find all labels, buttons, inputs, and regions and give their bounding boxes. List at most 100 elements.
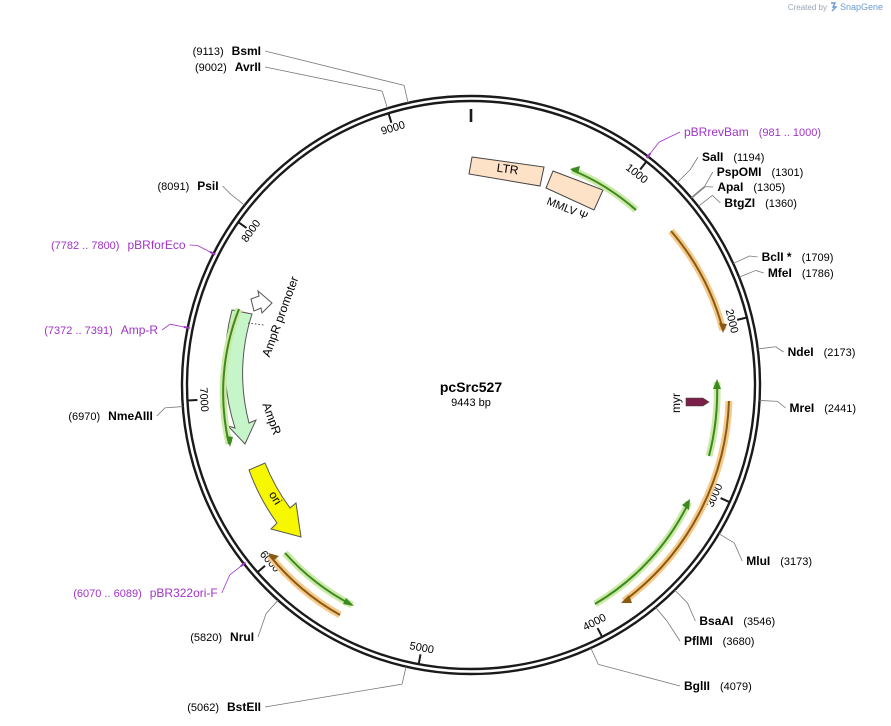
enzyme-pflmi[interactable]: PflMI(3680) <box>655 607 755 648</box>
enzyme-name: PspOMI <box>717 165 762 179</box>
enzyme-apai[interactable]: ApaI(1305) <box>691 180 786 199</box>
primer-range: (981 .. 1000) <box>759 127 821 139</box>
enzyme-leader <box>264 50 405 86</box>
enzyme-leader <box>222 185 231 195</box>
enzyme-leader <box>401 666 407 685</box>
snapgene-watermark: Created by SnapGene <box>788 2 883 12</box>
enzyme-position: (4079) <box>720 681 752 693</box>
enzyme-position: (2173) <box>824 347 856 359</box>
feature-ori[interactable]: ori <box>248 462 302 538</box>
enzyme-mfei[interactable]: MfeI(1786) <box>738 266 834 280</box>
enzyme-bsmi[interactable]: (9113) BsmI <box>193 44 409 104</box>
primer-leader <box>189 244 198 246</box>
primer-leader <box>658 131 681 143</box>
enzyme-leader <box>777 401 786 409</box>
enzyme-position: (3173) <box>780 556 812 568</box>
enzyme-name: BsmI <box>232 44 261 58</box>
enzyme-label: BsaAI (3546) <box>699 614 775 628</box>
enzyme-leader <box>733 542 743 562</box>
enzyme-position: (1301) <box>771 167 803 179</box>
tick-label-4000: 4000 <box>581 612 608 634</box>
primer-pbr322ori-f[interactable]: (6070 .. 6089)pBR322ori-F <box>73 561 247 600</box>
enzyme-label: (9002)AvrII <box>195 60 261 74</box>
enzyme-bglii[interactable]: BglII (4079) <box>590 647 752 693</box>
enzyme-position: (3546) <box>743 616 775 628</box>
tick-3000 <box>720 497 731 504</box>
primer-amp-r[interactable]: (7372 .. 7391) Amp-R <box>44 323 190 337</box>
primer-label: (7372 .. 7391) Amp-R <box>44 323 158 337</box>
enzyme-label: (6970)NmeAIII <box>68 409 152 423</box>
primer-site-mark <box>183 325 190 330</box>
enzyme-name: BglII <box>684 679 710 693</box>
enzyme-position: (3680) <box>723 636 755 648</box>
tick-9000 <box>387 112 393 124</box>
enzyme-leader <box>775 346 784 353</box>
enzyme-psii[interactable]: (8091)PsiI <box>157 179 245 206</box>
feature-orange-arc-1 <box>668 228 727 333</box>
feature-amp-r-promoter[interactable]: AmpR promoter <box>250 274 301 359</box>
feature-green-arc-amp <box>219 307 243 447</box>
primer-name: Amp-R <box>121 323 159 337</box>
enzyme-position: (9113) <box>193 46 224 58</box>
enzyme-nmeaiii[interactable]: (6970)NmeAIII <box>68 406 183 423</box>
restriction-sites: SalI(1194)PspOMI (1301)ApaI(1305)BtgZI(13… <box>68 44 856 714</box>
enzyme-leader <box>257 613 267 638</box>
tick-5000 <box>417 654 422 665</box>
feature-ltr-label: LTR <box>496 161 520 178</box>
enzyme-nrui[interactable]: (5820)NruI <box>190 599 279 644</box>
enzyme-btgzi[interactable]: BtgZI(1360) <box>698 195 797 210</box>
enzyme-name: MluI <box>746 554 770 568</box>
enzyme-leader <box>666 620 681 642</box>
backbone-inner <box>185 99 757 671</box>
primer-label: pBRrevBam(981 .. 1000) <box>684 125 821 139</box>
primer-name: pBR322ori-F <box>150 586 218 600</box>
enzyme-name: BstEII <box>227 700 261 714</box>
enzyme-leader <box>733 255 750 264</box>
backbone-outer <box>180 94 762 676</box>
enzyme-leader <box>687 602 696 622</box>
enzyme-position: (9002) <box>195 62 227 74</box>
enzyme-sali[interactable]: SalI(1194) <box>676 150 764 183</box>
enzyme-label: MluI (3173) <box>746 554 812 568</box>
tick-label-1000: 1000 <box>623 162 650 187</box>
enzyme-leader <box>264 683 403 708</box>
primer-sites: pBRrevBam(981 .. 1000) (6070 .. 6089)pBR3… <box>44 125 821 600</box>
enzyme-leader <box>757 346 776 350</box>
enzyme-leader <box>403 85 409 104</box>
feature-ltr[interactable]: LTR <box>468 156 545 187</box>
enzyme-leader <box>704 171 714 187</box>
enzyme-leader <box>690 185 706 198</box>
primer-pbrrevbam[interactable]: pBRrevBam(981 .. 1000) <box>645 125 821 159</box>
enzyme-label: BglII (4079) <box>684 679 752 693</box>
enzyme-label: BclI *(1709) <box>762 250 834 264</box>
enzyme-name: BsaAI <box>699 614 733 628</box>
plasmid-length: 9443 bp <box>451 397 491 409</box>
enzyme-position: (1360) <box>765 198 797 210</box>
feature-green-arc-3 <box>593 499 693 608</box>
plasmid-name: pcSrc527 <box>440 379 502 395</box>
enzyme-leader <box>164 406 183 409</box>
primer-pbrforeco[interactable]: (7782 .. 7800)pBRforEco <box>51 238 216 256</box>
primer-site-mark <box>209 250 216 256</box>
enzyme-position: (6970) <box>68 411 100 423</box>
enzyme-leader <box>749 255 758 258</box>
enzyme-label: (5820)NruI <box>190 630 254 644</box>
enzyme-mrei[interactable]: MreI(2441) <box>759 400 856 415</box>
enzyme-bsaai[interactable]: BsaAI (3546) <box>674 589 775 628</box>
enzyme-label: NdeI(2173) <box>788 345 856 359</box>
enzyme-bcli[interactable]: BclI *(1709) <box>733 250 833 264</box>
enzyme-mlui[interactable]: MluI (3173) <box>718 533 812 568</box>
enzyme-bsteii[interactable]: (5062)BstEII <box>187 666 407 714</box>
feature-myr[interactable]: myr <box>669 393 710 413</box>
tick-1000 <box>639 160 648 171</box>
enzyme-leader <box>691 186 706 199</box>
enzyme-avrii[interactable]: (9002)AvrII <box>195 60 388 109</box>
primer-leader <box>221 574 231 594</box>
primer-range: (7372 .. 7391) <box>44 325 113 337</box>
enzyme-ndei[interactable]: NdeI(2173) <box>757 345 856 359</box>
enzyme-pspomi[interactable]: PspOMI (1301) <box>690 165 803 198</box>
tick-label-2000: 2000 <box>723 308 740 335</box>
tick-7000 <box>187 398 198 402</box>
enzyme-leader <box>655 607 668 622</box>
